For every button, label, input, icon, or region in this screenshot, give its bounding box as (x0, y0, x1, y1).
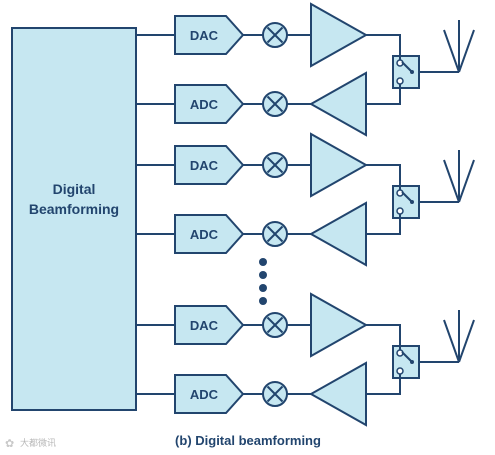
mixer-cross (266, 225, 284, 243)
rx-amplifier-icon (308, 201, 367, 267)
dac-box (174, 145, 245, 185)
adc-box (174, 214, 245, 254)
tx-to-switch-wire (366, 34, 401, 60)
switch-arm (401, 61, 413, 73)
tx-to-switch-wire (366, 324, 401, 350)
adc-label: ADC (190, 97, 219, 112)
tx-amplifier-icon (310, 292, 369, 358)
ellipsis-dot (259, 258, 267, 266)
mixer-cross (266, 385, 284, 403)
tr-switch-icon (392, 345, 420, 379)
digital-beamforming-block: Digital Beamforming (11, 27, 137, 411)
rx-to-switch-wire (366, 214, 401, 235)
transceiver-chains: DAC ADC DAC ADC DAC ADC (136, 2, 475, 427)
ellipsis-dot (259, 271, 267, 279)
transceiver-chain: DAC ADC (136, 292, 475, 427)
switch-arm (401, 191, 413, 203)
ellipsis-dot (259, 297, 267, 305)
rx-amplifier-icon (308, 71, 367, 137)
digital-beamforming-label-line1: Digital (53, 181, 96, 197)
dac-box (174, 305, 245, 345)
switch-contact (396, 207, 404, 215)
watermark: ✿ 大都微讯 (5, 437, 56, 450)
mixer-cross (266, 156, 284, 174)
mixer-cross (266, 316, 284, 334)
dac-box (174, 15, 245, 55)
tr-switch-icon (392, 185, 420, 219)
ellipsis-dots (259, 258, 267, 305)
dac-label: DAC (190, 318, 219, 333)
antenna-icon (443, 20, 475, 73)
diagram-caption: (b) Digital beamforming (175, 433, 321, 448)
tx-to-switch-wire (366, 164, 401, 190)
tr-switch-icon (392, 55, 420, 89)
switch-contact (396, 77, 404, 85)
adc-box (174, 84, 245, 124)
adc-box (174, 374, 245, 414)
ellipsis-dot (259, 284, 267, 292)
watermark-text: 大都微讯 (20, 437, 56, 449)
digital-beamforming-box (11, 27, 137, 411)
antenna-icon (443, 150, 475, 203)
antenna-icon (443, 310, 475, 363)
dac-label: DAC (190, 28, 219, 43)
dac-label: DAC (190, 158, 219, 173)
switch-arm (401, 351, 413, 363)
digital-beamforming-label-line2: Beamforming (29, 201, 119, 217)
transceiver-chain: DAC ADC (136, 132, 475, 267)
rx-amplifier-icon (308, 361, 367, 427)
transceiver-chain: DAC ADC (136, 2, 475, 137)
tx-amplifier-icon (310, 2, 369, 68)
tx-amplifier-icon (310, 132, 369, 198)
adc-label: ADC (190, 387, 219, 402)
rx-to-switch-wire (366, 374, 401, 395)
switch-contact (396, 367, 404, 375)
adc-label: ADC (190, 227, 219, 242)
rx-to-switch-wire (366, 84, 401, 105)
watermark-logo-icon: ✿ (5, 437, 14, 450)
mixer-cross (266, 26, 284, 44)
mixer-cross (266, 95, 284, 113)
